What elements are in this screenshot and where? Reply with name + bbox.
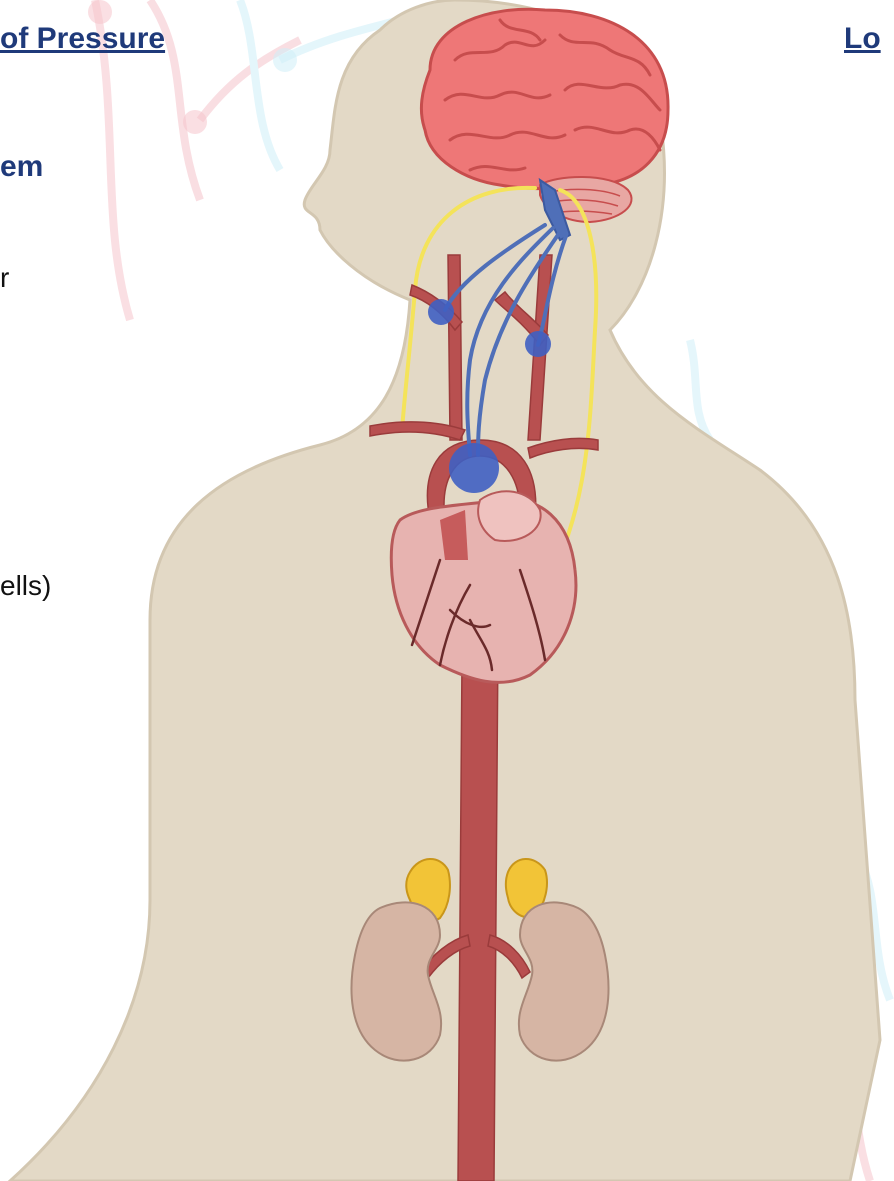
body-text-fragment-2: ells) [0, 570, 51, 602]
aortic-arch-receptor [449, 443, 499, 493]
body-text-fragment-1: r [0, 262, 9, 294]
slide-subheading: em [0, 150, 43, 184]
slide-heading-right: Lo [844, 22, 881, 56]
slide-heading-left: of Pressure [0, 22, 165, 56]
carotid-sinus-left [428, 299, 454, 325]
carotid-sinus-right [525, 331, 551, 357]
